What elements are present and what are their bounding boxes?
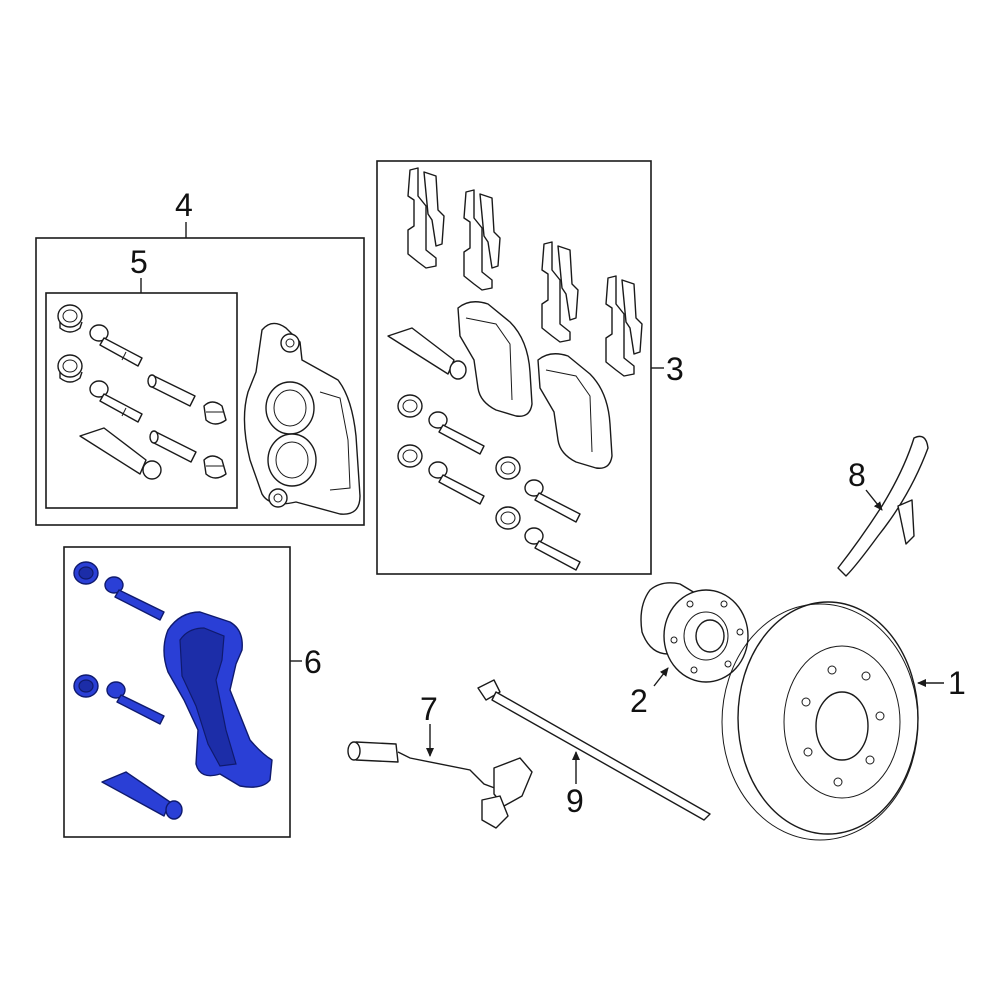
wheel-hub: 2	[630, 582, 749, 719]
pad-bushing-4	[495, 506, 521, 530]
callout-2[interactable]: 2	[630, 683, 648, 719]
support-bolt-top	[104, 576, 165, 621]
grease-tube	[79, 427, 162, 480]
pad-bushing-1	[397, 394, 423, 418]
pad-bolt-1	[428, 411, 485, 455]
hardware-kit-parts	[57, 304, 227, 480]
bushing-top	[57, 304, 83, 333]
support-bolt-bottom	[106, 681, 165, 725]
callout-5[interactable]: 5	[130, 244, 148, 280]
callout-9[interactable]: 9	[566, 783, 584, 819]
support-bushing-bottom	[73, 674, 99, 698]
brake-pad-inner	[457, 301, 533, 417]
caliper-support-group: 6	[63, 546, 322, 838]
callout-1[interactable]: 1	[948, 665, 966, 701]
pad-bushing-2	[397, 444, 423, 468]
caliper-support-bracket	[163, 611, 273, 788]
pad-clip-1	[407, 167, 445, 269]
brake-splash-shield: 8	[837, 435, 929, 577]
brake-sensor-wire: 9	[477, 679, 711, 821]
pad-clips	[407, 167, 643, 377]
brake-caliper	[243, 322, 361, 515]
dust-boot-top	[203, 401, 227, 425]
guide-bolt-bottom	[89, 380, 143, 423]
callout-6[interactable]: 6	[304, 644, 322, 680]
brake-pad-outer	[537, 353, 613, 469]
pad-grease-tube	[387, 327, 467, 380]
pad-bolt-4	[524, 527, 581, 571]
pad-bushing-3	[495, 456, 521, 480]
pad-bolt-2	[428, 461, 485, 505]
brake-wear-sensor: 7	[347, 691, 533, 829]
callout-8[interactable]: 8	[848, 457, 866, 493]
callout-3[interactable]: 3	[666, 351, 684, 387]
pad-clip-4	[605, 275, 643, 377]
callout-7[interactable]: 7	[420, 691, 438, 727]
pad-kit-hardware	[397, 394, 581, 571]
support-grease-tube	[101, 771, 183, 820]
guide-bolt-top	[89, 324, 143, 367]
callout-4[interactable]: 4	[175, 187, 193, 223]
brake-rotor: 1	[721, 601, 966, 841]
pad-bolt-3	[524, 479, 581, 523]
caliper-assembly-group: 4 5	[35, 187, 365, 526]
pad-clip-3	[541, 241, 579, 343]
brake-pad-kit-group: 3	[376, 160, 684, 575]
bushing-bottom	[57, 354, 83, 383]
caliper-assembly-box	[35, 237, 365, 526]
caliper-support-box	[63, 546, 291, 838]
support-bushing-top	[73, 561, 99, 585]
guide-pin-top	[147, 374, 196, 407]
guide-pin-bottom	[149, 430, 197, 463]
pad-clip-2	[463, 189, 501, 291]
dust-boot-bottom	[203, 455, 227, 479]
